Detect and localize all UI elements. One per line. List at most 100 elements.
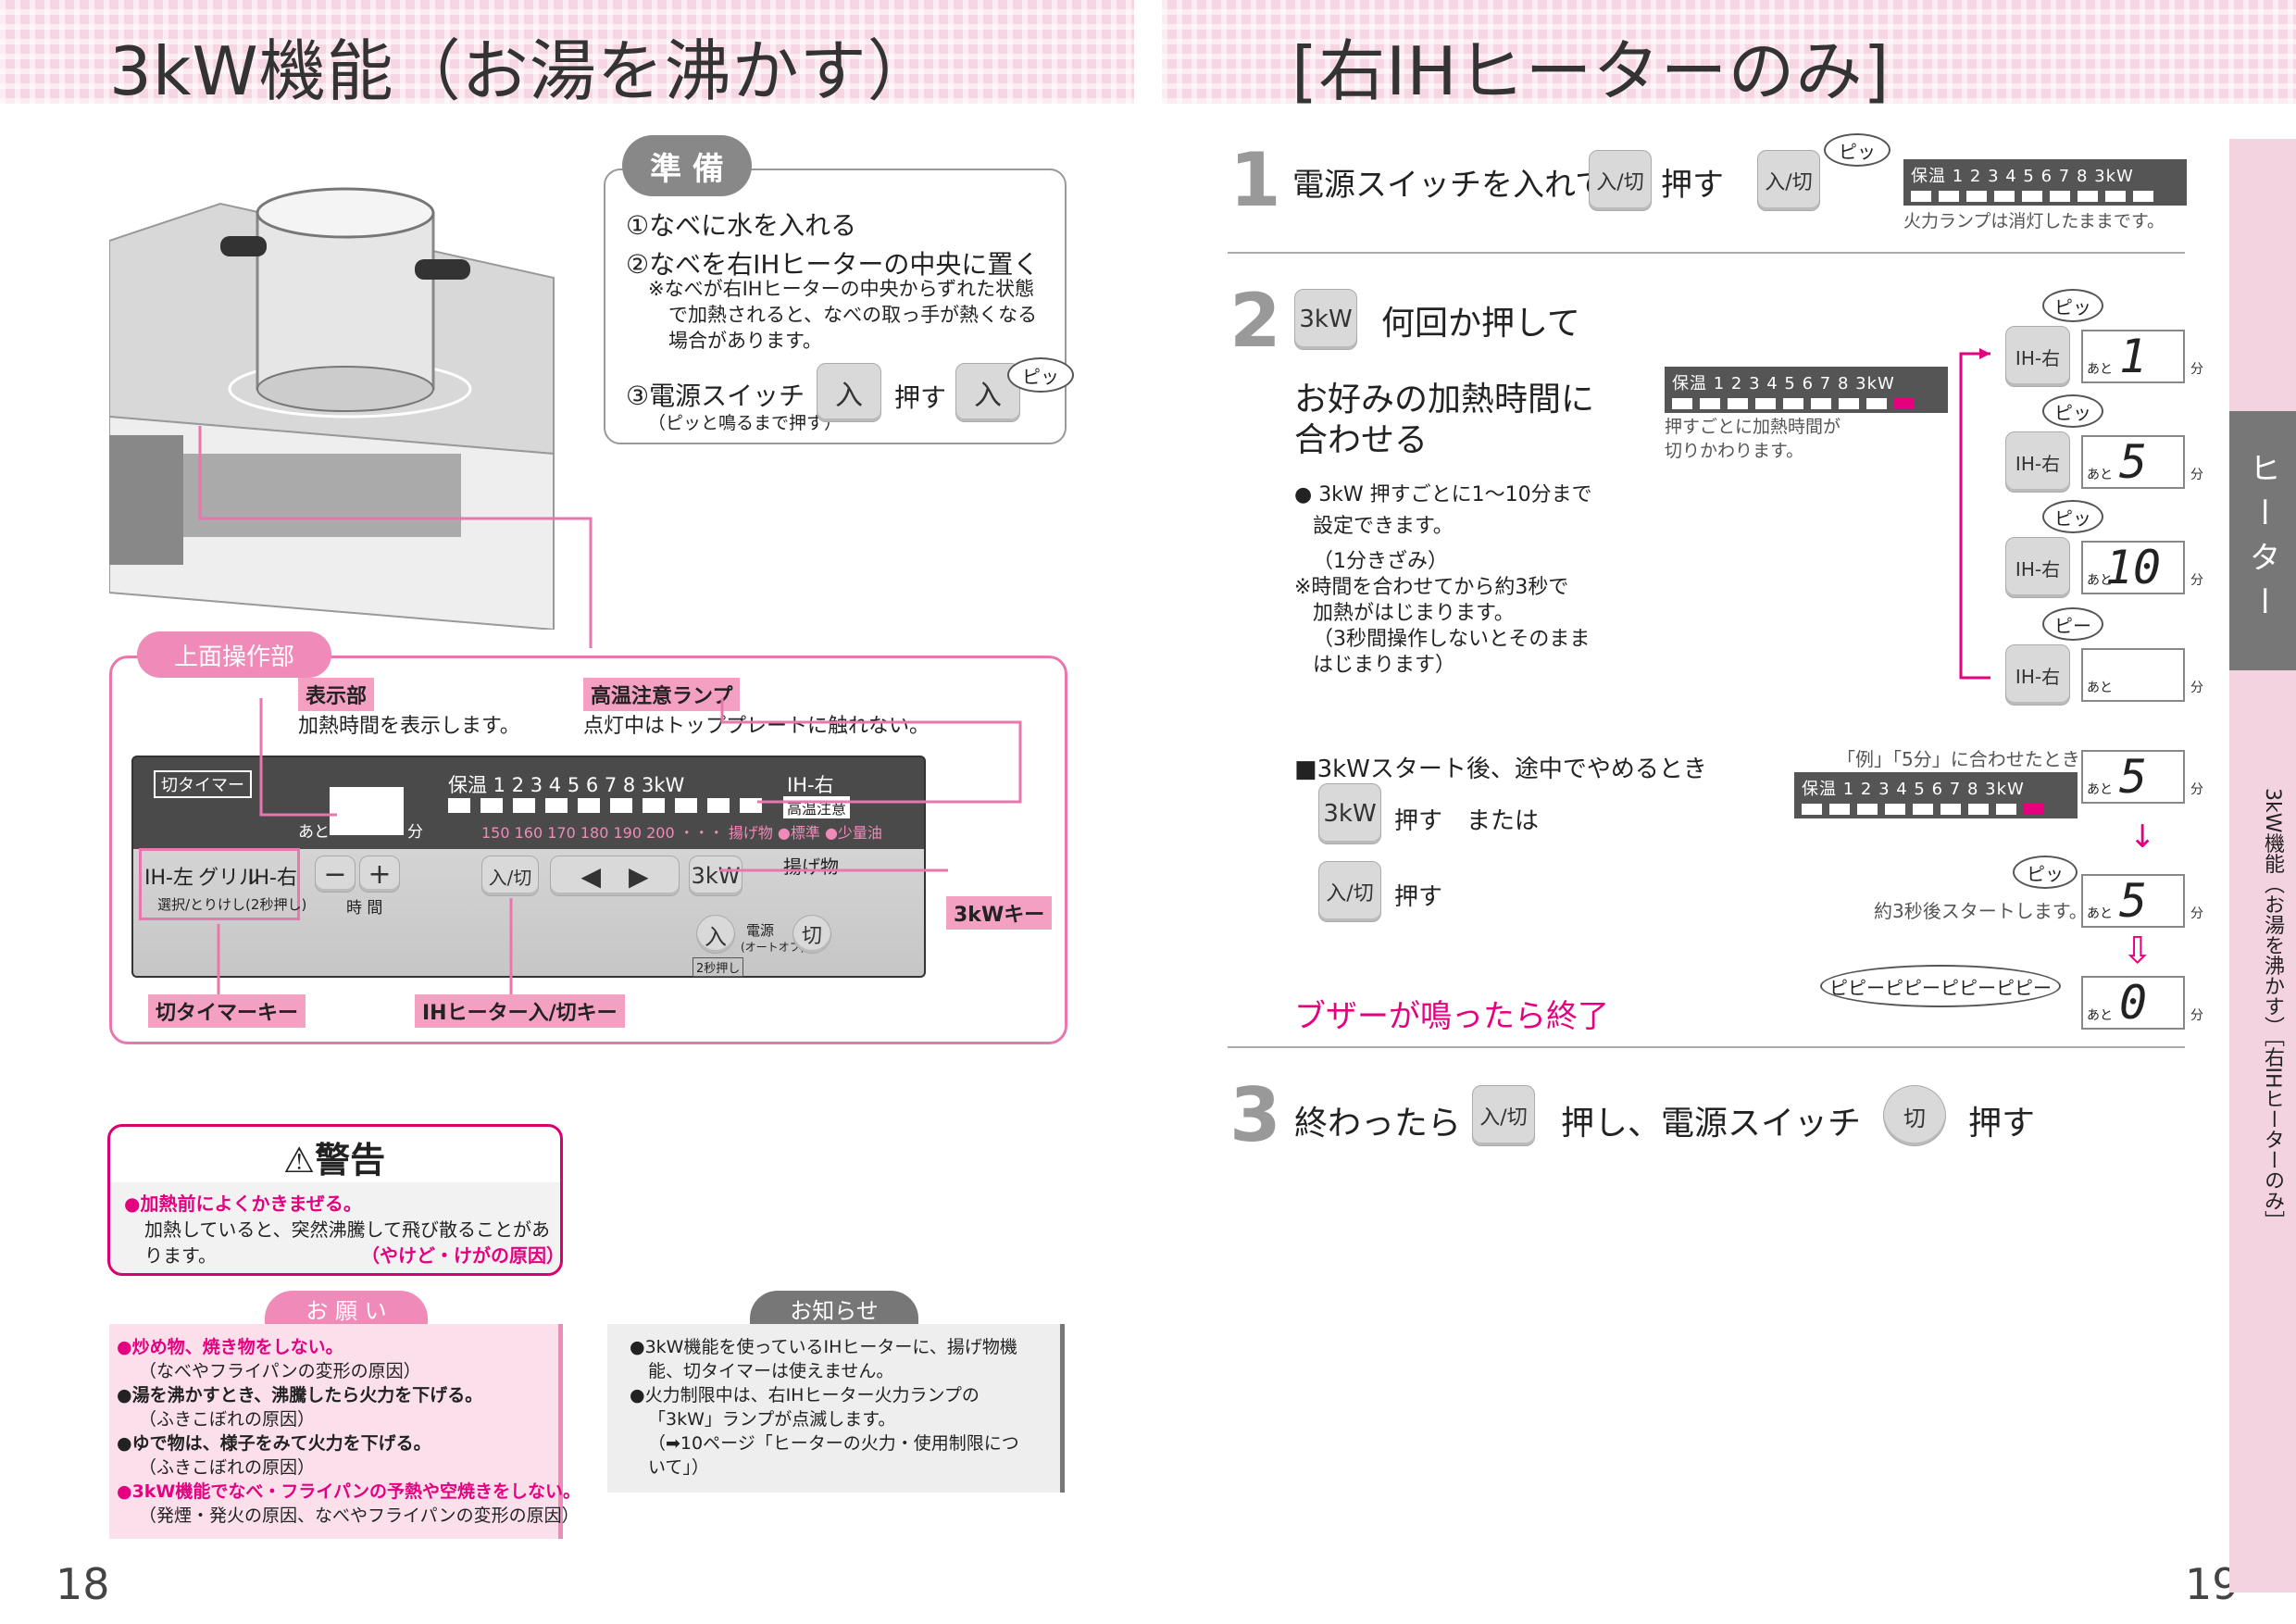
prep-note-1: ※なべが右IHヒーターの中央からずれた状態 <box>648 278 1035 300</box>
onegai-line-7: ●3kW機能でなべ・フライパンの予熱や空焼きをしない。 <box>117 1481 580 1502</box>
beep-seq3: ピッ <box>2042 500 2103 533</box>
beep-example: ピッ <box>2013 856 2078 889</box>
step2-b2: 設定できます。 <box>1313 515 1454 538</box>
step3-number: 3 <box>1229 1072 1281 1158</box>
ih-right-key[interactable]: IH-右 <box>248 867 297 890</box>
page-title-right: [右IHヒーターのみ] <box>1292 32 1890 110</box>
3kw-button-stop[interactable]: 3kW <box>1318 783 1381 844</box>
power-in-button-prep[interactable]: 入 <box>817 363 881 422</box>
step3-text2: 押し、電源スイッチ <box>1561 1105 1862 1143</box>
sequence-bracket <box>1959 348 1990 680</box>
step2-text: 何回か押して <box>1381 305 1580 343</box>
beep-bubble-prep: ピッ <box>1007 357 1074 393</box>
oshirase-tab: お知らせ <box>750 1291 918 1326</box>
kiri-timer-label: 切タイマー <box>154 770 252 798</box>
step2-b3: （1分きざみ） <box>1313 550 1448 573</box>
left-arrow-icon: ◀ <box>580 860 601 892</box>
time-plus-key[interactable]: + <box>359 856 400 893</box>
lamp-bar-example: 保温 1 2 3 4 5 6 7 8 3kW <box>1794 772 2078 818</box>
step1-push: 押す <box>1661 167 1724 204</box>
prep-step2: ②なべを右IHヒーターの中央に置く <box>626 249 1040 280</box>
step2-b7: はじまります） <box>1313 654 1456 677</box>
divider-1 <box>1228 252 2185 254</box>
ih-right-button-seq3[interactable]: IH-右 <box>2005 537 2070 598</box>
arrow-down-1-icon: ↓ <box>2129 818 2156 856</box>
onegai-line-2: （なべやフライパンの変形の原因） <box>139 1361 421 1381</box>
prep-note-3: 場合があります。 <box>668 330 822 352</box>
panel-ih-right: IH-右 <box>787 774 834 796</box>
oshirase-line-6: いて」） <box>648 1457 709 1478</box>
onegai-line-1: ●炒め物、焼き物をしない。 <box>117 1337 343 1357</box>
panel-lamp-nums: 保温 1 2 3 4 5 6 7 8 3kW <box>448 774 685 796</box>
display-desc: 加熱時間を表示します。 <box>298 715 520 738</box>
arrow-down-2-icon: ⇩ <box>2122 930 2153 972</box>
step1-number: 1 <box>1229 137 1281 223</box>
step1-text: 電源スイッチを入れて <box>1292 167 1606 204</box>
step3-text1: 終わったら <box>1294 1105 1462 1143</box>
grill-key[interactable]: グリル <box>198 867 260 890</box>
3kw-key[interactable]: 3kW <box>689 856 742 896</box>
oshirase-line-3: ●火力制限中は、右IHヒーター火力ランプの <box>630 1385 980 1405</box>
auto-off-label: (オートオフ) <box>741 941 805 954</box>
side-tab-sub: 3kW機能（お湯を沸かす）［右IHヒーターのみ］ <box>2261 787 2284 1231</box>
panel-section <box>109 656 1067 1044</box>
display-seq4: あと分 <box>2081 648 2203 702</box>
prep-note-2: で加熱されると、なべの取っ手が熱くなる <box>668 304 1038 326</box>
side-tab-main: ヒーター <box>2229 411 2296 670</box>
beep-seq1: ピッ <box>2042 289 2103 322</box>
ih-left-key[interactable]: IH-左 <box>144 867 193 890</box>
ih-onoff-button-step3[interactable]: 入/切 <box>1472 1085 1535 1146</box>
callout-lines <box>198 426 593 648</box>
power-off-button-step3[interactable]: 切 <box>1883 1085 1946 1146</box>
time-minus-key[interactable]: − <box>315 856 356 893</box>
panel-hot-lamp: 高温注意 <box>783 796 851 818</box>
ih-onoff-key[interactable]: 入/切 <box>481 856 539 896</box>
step2-b5: 加熱がはじまります。 <box>1313 602 1515 625</box>
agemono-key[interactable]: 揚げ物 <box>783 856 839 878</box>
3kw-button-step2[interactable]: 3kW <box>1294 289 1357 350</box>
ih-onoff-key-label: IHヒーター入/切キー <box>415 994 625 1028</box>
ih-right-button-seq2[interactable]: IH-右 <box>2005 431 2070 493</box>
oshirase-line-1: ●3kW機能を使っているIHヒーターに、揚げ物機 <box>630 1337 1017 1357</box>
page-title-left: 3kW機能（お湯を沸かす） <box>109 32 935 110</box>
ih-right-button-seq1[interactable]: IH-右 <box>2005 326 2070 387</box>
warning-cause: （やけど・けがの原因） <box>361 1244 565 1267</box>
onegai-tab: お 願 い <box>265 1291 428 1326</box>
lamp-bar-step2: 保温 1 2 3 4 5 6 7 8 3kW <box>1665 367 1948 413</box>
prep-tab: 準 備 <box>622 135 752 196</box>
dengen-label: 電源 <box>746 922 775 939</box>
beep-bubble-step1: ピッ <box>1824 133 1890 167</box>
panel-temps: 150 160 170 180 190 200 ・・・ 揚げ物 ●標準 ●少量油 <box>481 824 882 842</box>
oshirase-box <box>607 1324 1065 1493</box>
cooktop-illustration <box>109 187 555 630</box>
power-off-key[interactable]: 切 <box>792 915 831 954</box>
ih-onoff-button-stop[interactable]: 入/切 <box>1318 861 1381 922</box>
power-in-key[interactable]: 入 <box>696 915 735 954</box>
panel-display <box>330 787 404 835</box>
display-label: 表示部 <box>298 678 375 711</box>
ih-onoff-button-step1[interactable]: 入/切 <box>1589 150 1652 211</box>
prep-step3-sub: （ピッと鳴るまで押す） <box>648 413 842 433</box>
page-number-left: 18 <box>56 1559 110 1609</box>
oshirase-line-5: （➡10ページ「ヒーターの火力・使用制限につ <box>648 1433 1019 1454</box>
ih-right-button-seq4[interactable]: IH-右 <box>2005 644 2070 706</box>
lamp-note-2: 切りかわります。 <box>1665 441 1804 461</box>
prep-push: 押す <box>894 382 947 413</box>
arrow-keys[interactable]: ◀▶ <box>550 856 680 896</box>
select-label: 選択/とりけし(2秒押し) <box>157 896 307 913</box>
ih-onoff-button-step1-result[interactable]: 入/切 <box>1757 150 1820 211</box>
warning-line1: ●加熱前によくかきまぜる。 <box>124 1193 362 1215</box>
warning-box <box>107 1124 563 1276</box>
onegai-line-6: （ふきこぼれの原因） <box>139 1457 316 1478</box>
warning-line3: ります。 <box>144 1244 217 1267</box>
onegai-line-8: （発煙・発火の原因、なべやフライパンの変形の原因） <box>139 1505 580 1526</box>
onegai-line-5: ●ゆで物は、様子をみて火力を下げる。 <box>117 1433 431 1454</box>
oshirase-line-2: 能、切タイマーは使えません。 <box>648 1361 894 1381</box>
stop-push: 押す <box>1394 883 1443 911</box>
oshirase-line-4: 「3kW」ランプが点滅します。 <box>648 1409 896 1430</box>
stop-title: ■3kWスタート後、途中でやめるとき <box>1294 756 1707 783</box>
onegai-line-3: ●湯を沸かすとき、沸騰したら火力を下げる。 <box>117 1385 483 1405</box>
